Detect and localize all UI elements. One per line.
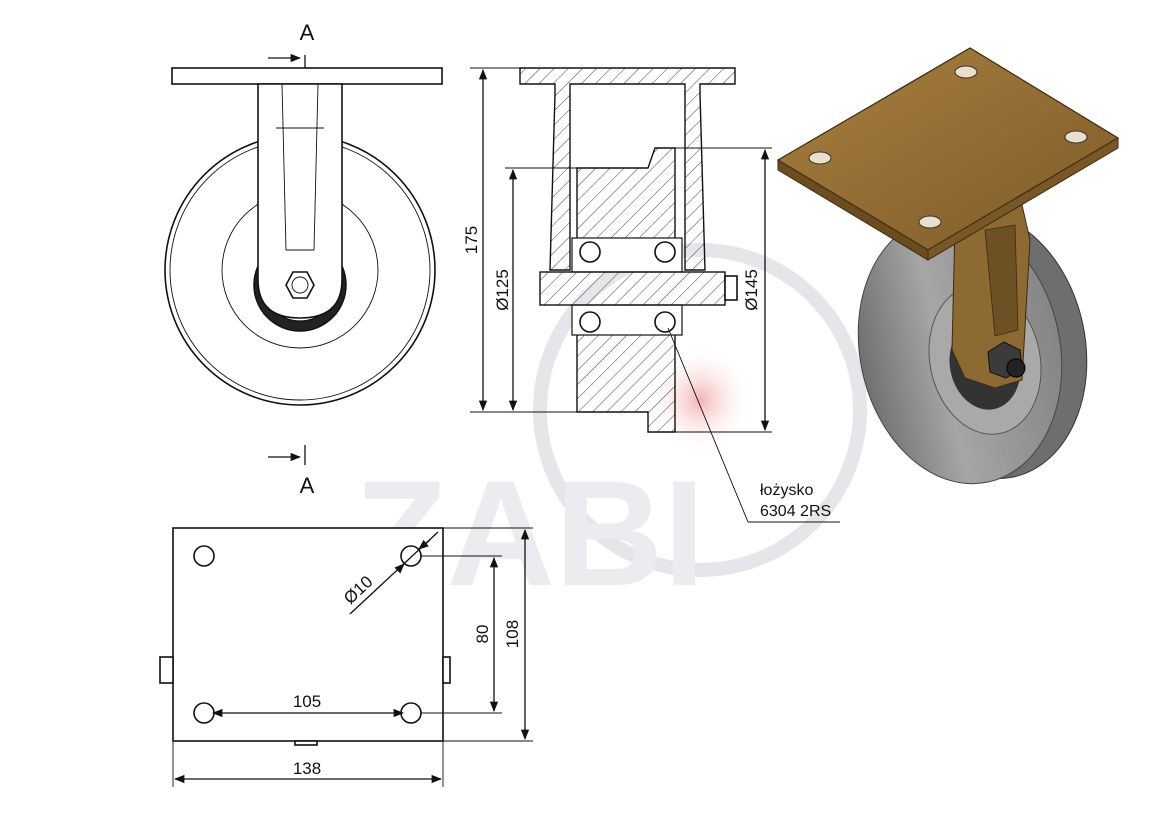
mount-hole <box>193 702 215 724</box>
dim-plate-width: 138 <box>293 759 321 778</box>
section-view: 175 Ø125 Ø145 łożysko 6304 2RS <box>462 67 840 523</box>
bearing-note-line2: 6304 2RS <box>760 503 831 520</box>
dim-height: 175 <box>462 226 481 254</box>
dim-hole-spacing-x: 105 <box>293 692 321 711</box>
front-view: A A <box>164 20 443 498</box>
top-view-plate: Ø10 105 80 108 138 <box>159 527 533 787</box>
section-label-top: A <box>300 20 315 45</box>
mount-hole <box>193 545 215 567</box>
dim-plate-height: 108 <box>503 620 522 648</box>
bearing-note-line1: łożysko <box>760 482 813 499</box>
dim-outer-diameter: Ø145 <box>742 269 761 311</box>
section-label-bottom: A <box>300 473 315 498</box>
isometric-view <box>776 47 1120 485</box>
dim-wheel-diameter: Ø125 <box>493 269 512 311</box>
mount-hole <box>400 702 422 724</box>
dim-hole-spacing-y: 80 <box>473 625 492 644</box>
